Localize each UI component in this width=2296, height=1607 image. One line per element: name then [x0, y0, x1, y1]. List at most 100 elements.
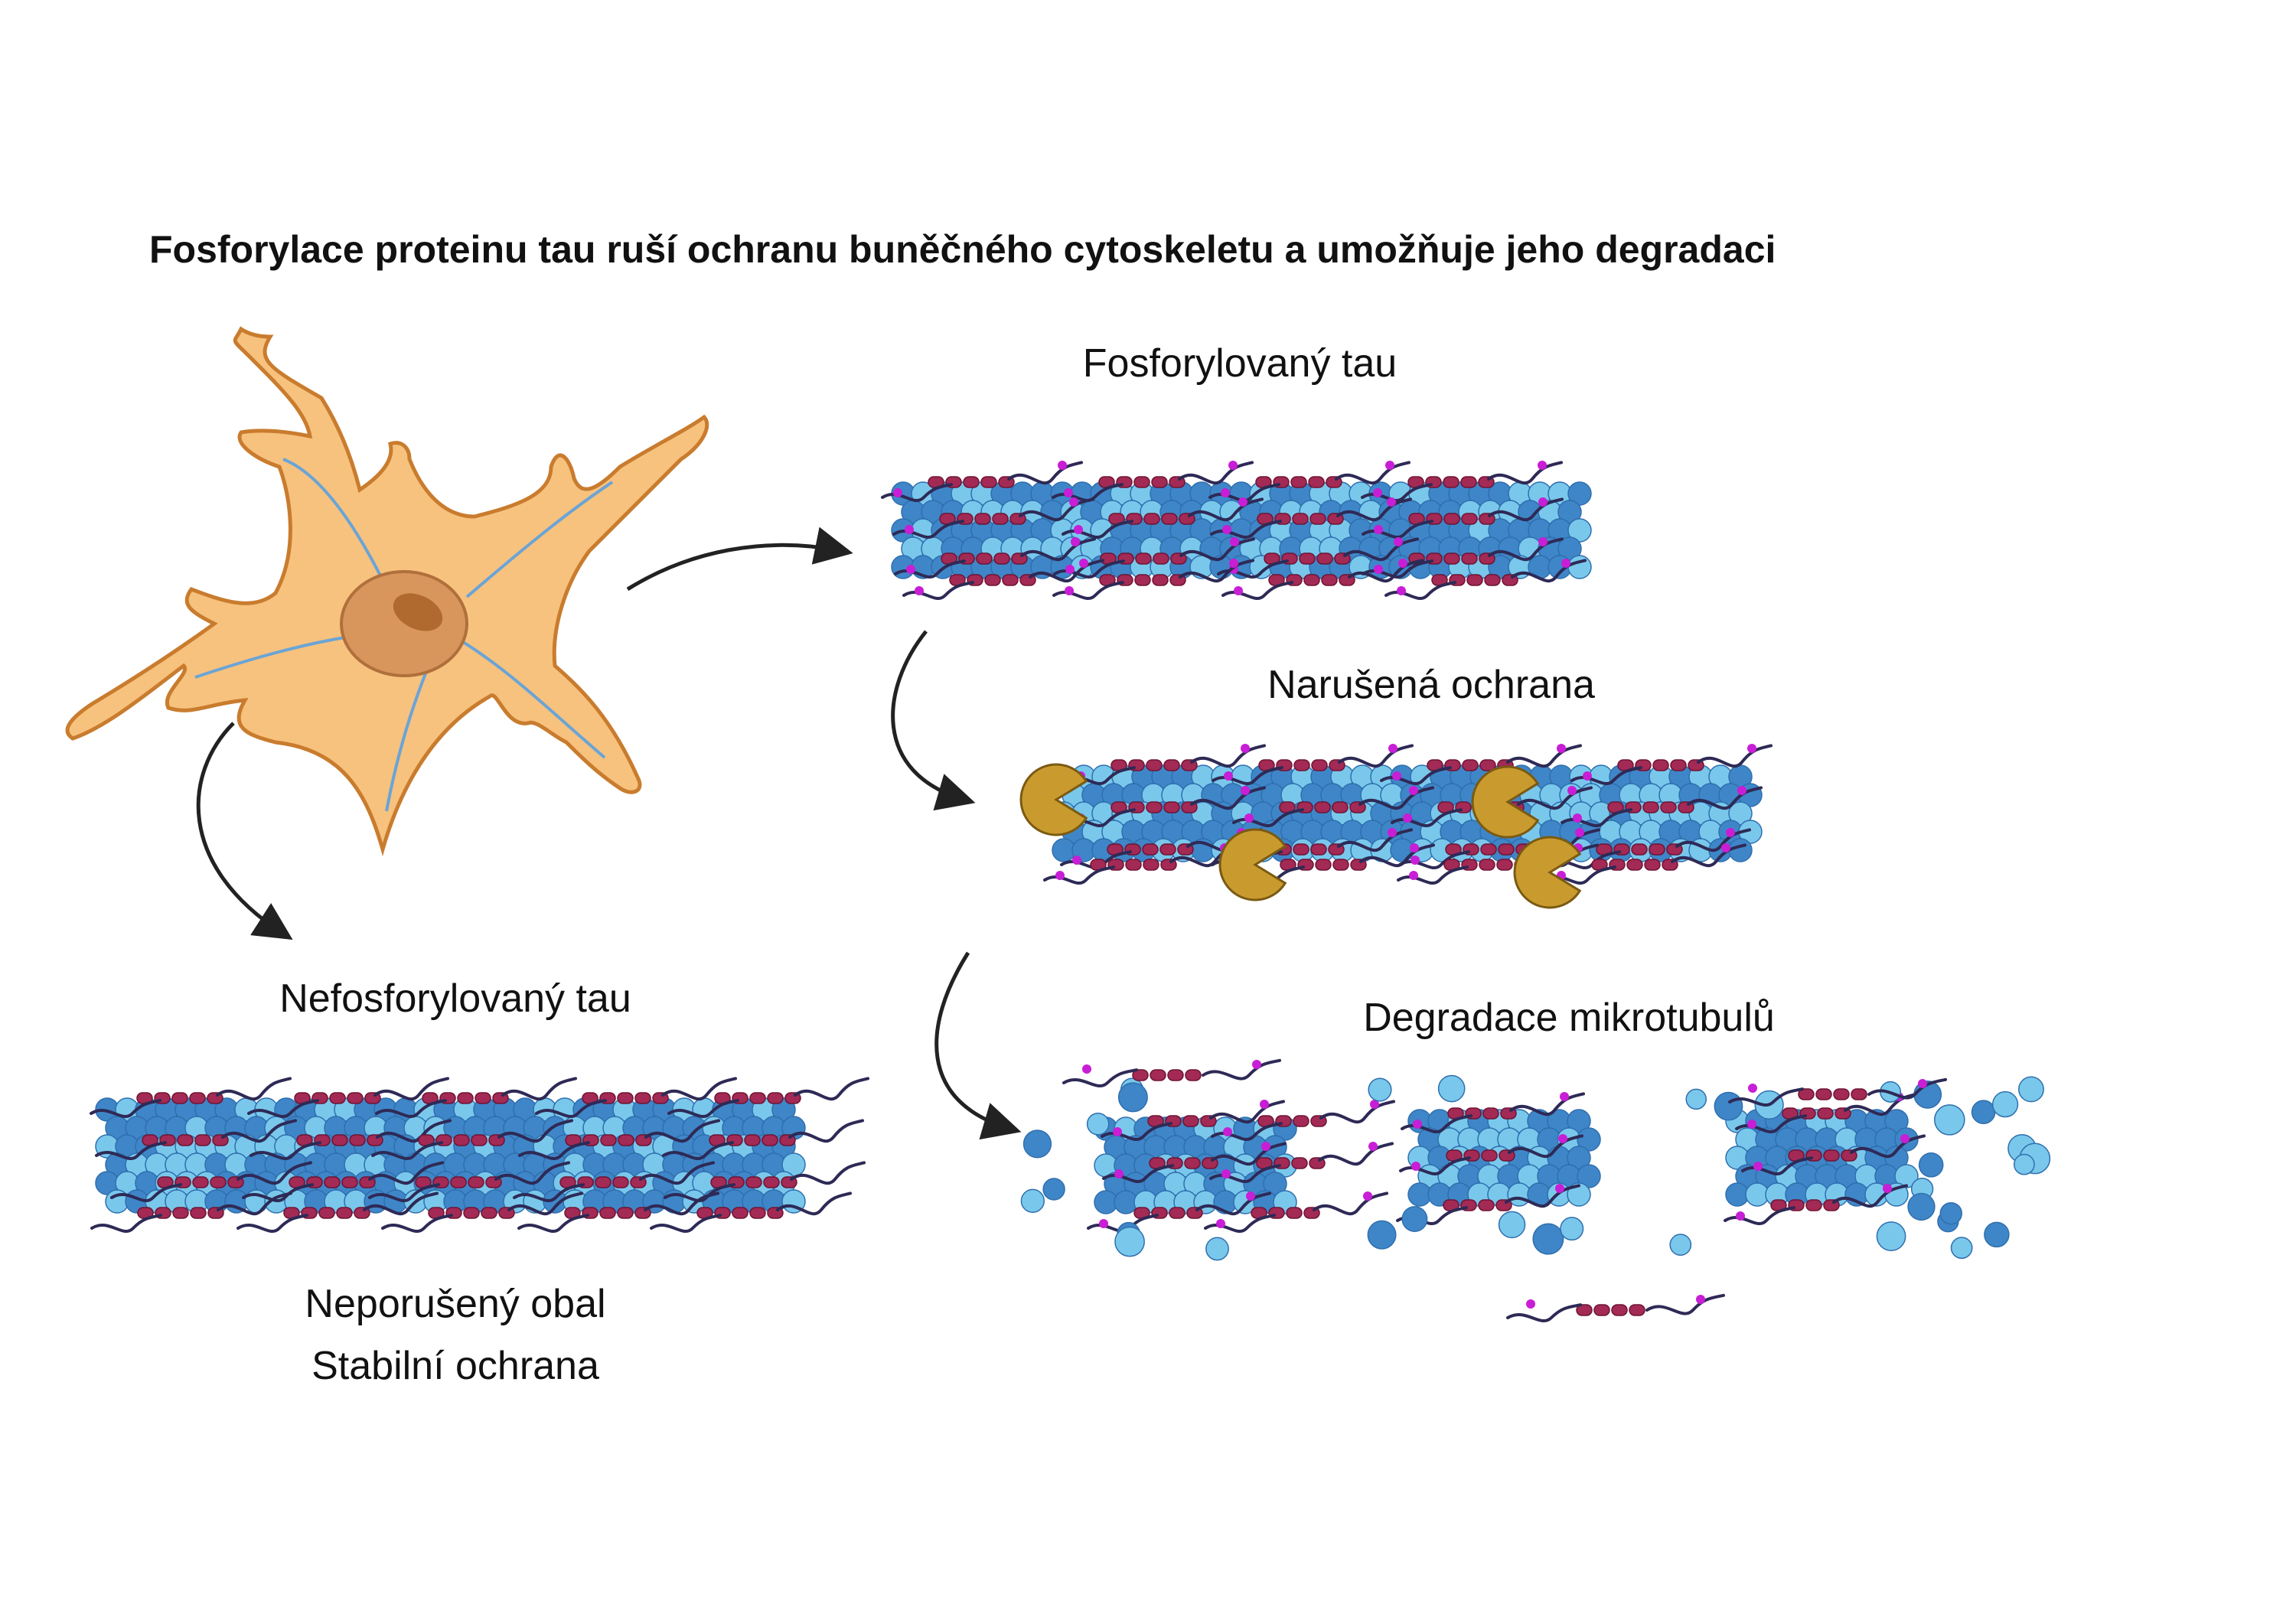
tau-protein-icon — [1315, 859, 1332, 871]
tau-strand-icon — [1052, 581, 1124, 601]
tau-strand-icon — [507, 1191, 583, 1216]
tau-strand-icon — [1508, 1134, 1583, 1159]
tau-strand-icon — [90, 1214, 162, 1234]
tau-protein-icon — [1479, 859, 1495, 871]
tau-protein-icon — [1649, 843, 1665, 856]
phosphate-group-icon — [1403, 813, 1412, 823]
tau-strand-icon — [902, 581, 974, 601]
phosphate-group-icon — [1388, 828, 1397, 837]
tau-protein-icon — [171, 1092, 188, 1104]
phosphate-group-icon — [1252, 1060, 1261, 1069]
phosphate-group-icon — [1409, 871, 1418, 880]
tau-protein-icon — [1291, 1157, 1308, 1169]
tau-strand-icon — [1517, 786, 1593, 810]
phosphate-group-icon — [1074, 525, 1083, 534]
tau-strand-icon — [639, 1161, 715, 1185]
tau-protein-icon — [1143, 513, 1160, 525]
tubulin-dimer-icon — [1401, 1206, 1428, 1232]
phosphate-group-icon — [1058, 461, 1067, 470]
tau-strand-icon — [381, 1214, 453, 1234]
tau-protein-icon — [1314, 801, 1331, 813]
tau-strand-icon — [1697, 744, 1773, 768]
tau-protein-icon — [1626, 859, 1643, 871]
tubulin-dimer-icon — [1907, 1192, 1936, 1221]
tubulin-dimer-icon — [1042, 1178, 1065, 1201]
tau-strand-icon — [1020, 537, 1096, 562]
tau-protein-icon — [1461, 553, 1478, 565]
tau-protein-icon — [172, 1207, 189, 1219]
phosphate-group-icon — [1064, 488, 1073, 497]
tau-protein-icon — [1182, 1115, 1199, 1127]
tau-strand-icon — [1358, 786, 1434, 810]
tau-protein-icon — [1135, 553, 1152, 565]
tau-protein-icon — [481, 1207, 497, 1219]
phosphate-group-icon — [1368, 1142, 1378, 1151]
tau-protein-icon — [599, 1207, 616, 1219]
phosphate-group-icon — [1411, 856, 1420, 865]
tau-protein-icon — [475, 1092, 491, 1104]
tau-protein-icon — [1293, 843, 1309, 856]
tau-protein-icon — [1290, 476, 1307, 488]
tau-strand-icon — [1505, 1184, 1580, 1208]
phosphate-group-icon — [1246, 1191, 1255, 1201]
tau-protein-icon — [1823, 1149, 1840, 1162]
tau-protein-icon — [744, 1134, 761, 1146]
microtubule-phosphorylated — [881, 461, 1592, 601]
tau-protein-icon — [457, 1092, 474, 1104]
protease-enzyme-icon — [1513, 836, 1582, 909]
label-unphosphorylated-tau: Nefosforylovaný tau — [279, 976, 631, 1021]
phosphate-group-icon — [1918, 1079, 1927, 1088]
tau-protein-icon — [1002, 574, 1019, 586]
tau-strand-icon — [249, 1141, 321, 1161]
tau-strand-icon — [1397, 865, 1469, 885]
tubulin-dimer-icon — [2013, 1153, 2035, 1175]
tau-strand-icon — [535, 1099, 607, 1119]
tau-protein-icon — [617, 1207, 634, 1219]
tau-strand-icon — [667, 1099, 739, 1119]
phosphate-group-icon — [1244, 813, 1254, 823]
tau-protein-icon — [1161, 513, 1178, 525]
tau-protein-icon — [453, 1134, 470, 1146]
tau-strand-icon — [1019, 497, 1094, 522]
tau-protein-icon — [1833, 1088, 1850, 1100]
tubulin-dimer-icon — [1567, 555, 1592, 579]
tubulin-dimer-icon — [1117, 1082, 1148, 1113]
tau-strand-icon — [368, 1161, 444, 1185]
tau-strand-icon — [497, 1119, 573, 1143]
phosphate-group-icon — [1222, 525, 1231, 534]
tau-strand-icon — [1221, 581, 1293, 601]
tubulin-dimer-icon — [1714, 1091, 1743, 1121]
tau-strand-icon — [1337, 828, 1413, 852]
tau-strand-icon — [1062, 1068, 1138, 1088]
tau-protein-icon — [974, 513, 991, 525]
tau-protein-icon — [1293, 759, 1310, 771]
tau-strand-icon — [375, 1099, 447, 1119]
phosphate-group-icon — [1216, 1219, 1225, 1228]
tubulin-dimer-icon — [1567, 1109, 1591, 1133]
tau-strand-icon — [1671, 843, 1746, 868]
tau-strand-icon — [236, 1214, 308, 1234]
phosphate-group-icon — [1373, 488, 1382, 497]
phosphate-group-icon — [1065, 586, 1074, 595]
tau-protein-icon — [600, 1134, 617, 1146]
phosphate-group-icon — [1696, 1295, 1705, 1304]
arrow-disrupted-to-degradation — [934, 951, 1022, 1140]
tau-protein-icon — [1851, 1088, 1867, 1100]
tau-protein-icon — [1299, 553, 1316, 565]
tau-strand-icon — [1029, 559, 1104, 583]
tau-protein-icon — [980, 476, 997, 488]
tau-protein-icon — [1309, 513, 1326, 525]
tau-strand-icon — [236, 1161, 312, 1185]
tubulin-dimer-icon — [1567, 1182, 1591, 1207]
tubulin-dimer-icon — [1971, 1100, 1996, 1125]
tau-protein-icon — [992, 513, 1009, 525]
tubulin-dimer-icon — [1894, 1164, 1919, 1188]
tau-strand-icon — [788, 1119, 864, 1143]
tau-strand-icon — [371, 1141, 443, 1161]
phosphate-group-icon — [1363, 1191, 1372, 1201]
tau-strand-icon — [1007, 461, 1083, 485]
tau-strand-icon — [1832, 1184, 1908, 1208]
tau-protein-icon — [450, 1176, 467, 1188]
tubulin-dimer-icon — [1884, 1109, 1909, 1133]
tau-protein-icon — [1479, 759, 1496, 771]
